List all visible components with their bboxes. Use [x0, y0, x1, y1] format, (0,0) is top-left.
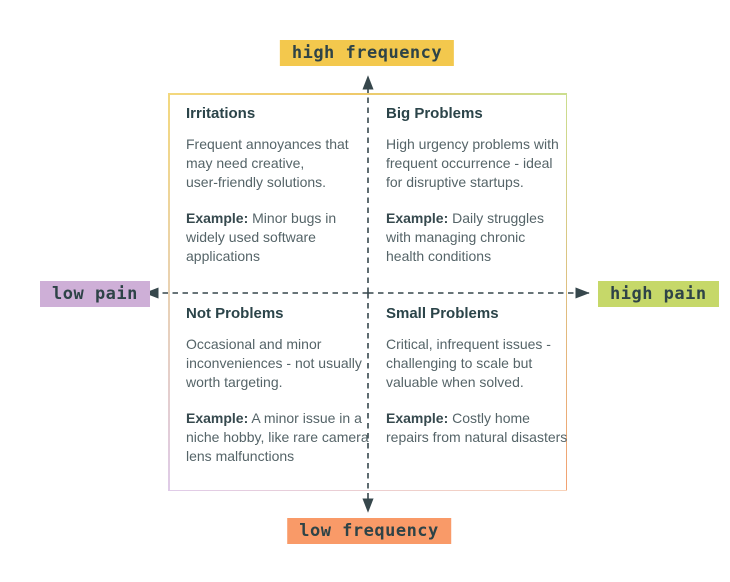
frame-edge-top: [168, 93, 567, 95]
quadrant-description: Occasional and minor inconveniences - no…: [186, 336, 362, 391]
quadrant-title: Irritations: [186, 105, 256, 122]
example-text: A minor issue in a niche hobby, like rar…: [186, 410, 369, 465]
axis-label-low-pain: low pain: [40, 281, 150, 307]
example-label: Example:: [186, 410, 249, 427]
quadrant-not-problems: Not Problems Occasional and minor inconv…: [186, 305, 380, 466]
example-label: Example:: [186, 210, 249, 227]
axis-label-high-frequency: high frequency: [279, 40, 455, 66]
quadrant-title: Small Problems: [386, 305, 499, 322]
quadrant-frame: [168, 93, 567, 491]
quadrant-description: High urgency problems with frequent occu…: [386, 136, 559, 191]
quadrant-description: Frequent annoyances that may need creati…: [186, 136, 349, 191]
quadrant-irritations: Irritations Frequent annoyances that may…: [186, 105, 366, 266]
axis-label-low-frequency: low frequency: [287, 518, 451, 544]
quadrant-big-problems: Big Problems High urgency problems with …: [386, 105, 572, 266]
axis-label-high-pain: high pain: [598, 281, 719, 307]
quadrant-example: Example: Costly home repairs from natura…: [386, 409, 586, 447]
example-label: Example:: [386, 410, 449, 427]
quadrant-title: Big Problems: [386, 105, 483, 122]
quadrant-example: Example: A minor issue in a niche hobby,…: [186, 409, 380, 466]
quadrant-small-problems: Small Problems Critical, infrequent issu…: [386, 305, 586, 447]
quadrant-description: Critical, infrequent issues - challengin…: [386, 336, 551, 391]
frame-edge-left: [168, 93, 170, 491]
quadrant-example: Example: Daily struggles with managing c…: [386, 209, 572, 266]
example-text: Costly home repairs from natural disaste…: [386, 410, 568, 446]
example-text: Daily struggles with managing chronic he…: [386, 210, 544, 265]
frame-edge-bottom: [168, 489, 567, 491]
example-label: Example:: [386, 210, 449, 227]
frame-edge-right: [565, 93, 567, 491]
quadrant-example: Example: Minor bugs in widely used softw…: [186, 209, 366, 266]
example-text: Minor bugs in widely used software appli…: [186, 210, 337, 265]
quadrant-title: Not Problems: [186, 305, 284, 322]
